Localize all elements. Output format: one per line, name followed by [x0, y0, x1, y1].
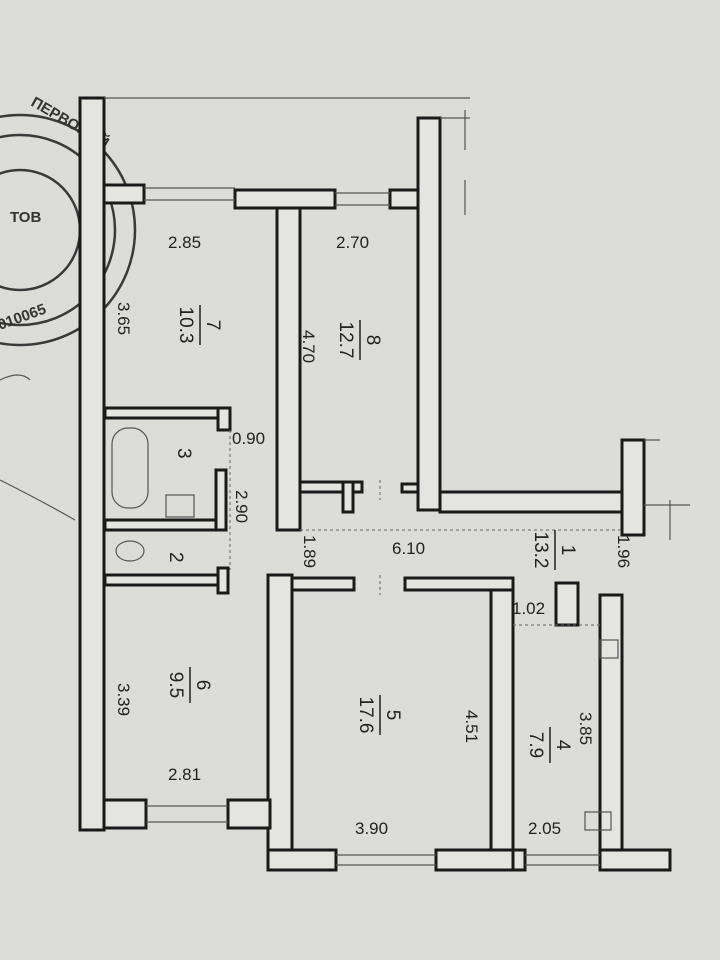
dimension-label: 3.90 [355, 819, 388, 838]
sink-icon [165, 494, 195, 518]
dimension-label: 0.90 [232, 429, 265, 448]
dimension-label: 1.96 [614, 535, 633, 568]
svg-text:13.2: 13.2 [530, 532, 551, 569]
radiator-icon [584, 811, 612, 831]
dimension-label: 3.65 [114, 302, 133, 335]
dimension-label: 1.89 [300, 535, 319, 568]
stamp-text: 010065 [0, 301, 48, 334]
dimension-label: 2.85 [168, 233, 201, 252]
room-3: 3 [173, 448, 194, 459]
stove-icon [599, 639, 619, 659]
dimension-label: 2.70 [336, 233, 369, 252]
room-5: 5 17.6 [355, 695, 403, 735]
svg-text:9.5: 9.5 [165, 672, 186, 698]
svg-text:17.6: 17.6 [355, 697, 376, 734]
svg-text:6: 6 [192, 680, 213, 691]
dimension-label: 6.10 [392, 539, 425, 558]
stamp-text: ТОВ [10, 209, 41, 226]
room-1: 1 13.2 [530, 530, 578, 570]
room-labels: 7 10.3 8 12.7 3 2 6 9.5 5 17.6 1 13.2 4 [165, 305, 578, 763]
dimension-label: 1.02 [512, 599, 545, 618]
bathtub-icon [111, 427, 149, 509]
room-4: 4 7.9 [525, 727, 573, 763]
dimension-label: 2.05 [528, 819, 561, 838]
dimension-label: 3.39 [114, 683, 133, 716]
svg-text:10.3: 10.3 [175, 307, 196, 344]
room-6: 6 9.5 [165, 667, 213, 703]
svg-text:5: 5 [382, 710, 403, 721]
dimension-label: 2.81 [168, 765, 201, 784]
room-2: 2 [165, 552, 186, 563]
dimension-label: 4.51 [462, 710, 481, 743]
svg-text:8: 8 [362, 335, 383, 346]
dimensions: 2.85 3.65 2.70 4.70 0.90 2.90 1.89 6.10 … [114, 233, 633, 838]
svg-text:7: 7 [202, 320, 223, 331]
dimension-label: 2.90 [232, 490, 251, 523]
room-8: 8 12.7 [335, 320, 383, 360]
fixtures [111, 427, 619, 831]
dimension-label: 3.85 [576, 712, 595, 745]
svg-text:1: 1 [557, 545, 578, 556]
svg-text:4: 4 [552, 740, 573, 751]
windows [104, 97, 690, 866]
svg-text:12.7: 12.7 [335, 322, 356, 359]
room-7: 7 10.3 [175, 305, 223, 345]
dimension-label: 4.70 [299, 330, 318, 363]
walls [78, 96, 672, 872]
svg-text:7.9: 7.9 [525, 732, 546, 758]
toilet-icon [115, 540, 145, 562]
